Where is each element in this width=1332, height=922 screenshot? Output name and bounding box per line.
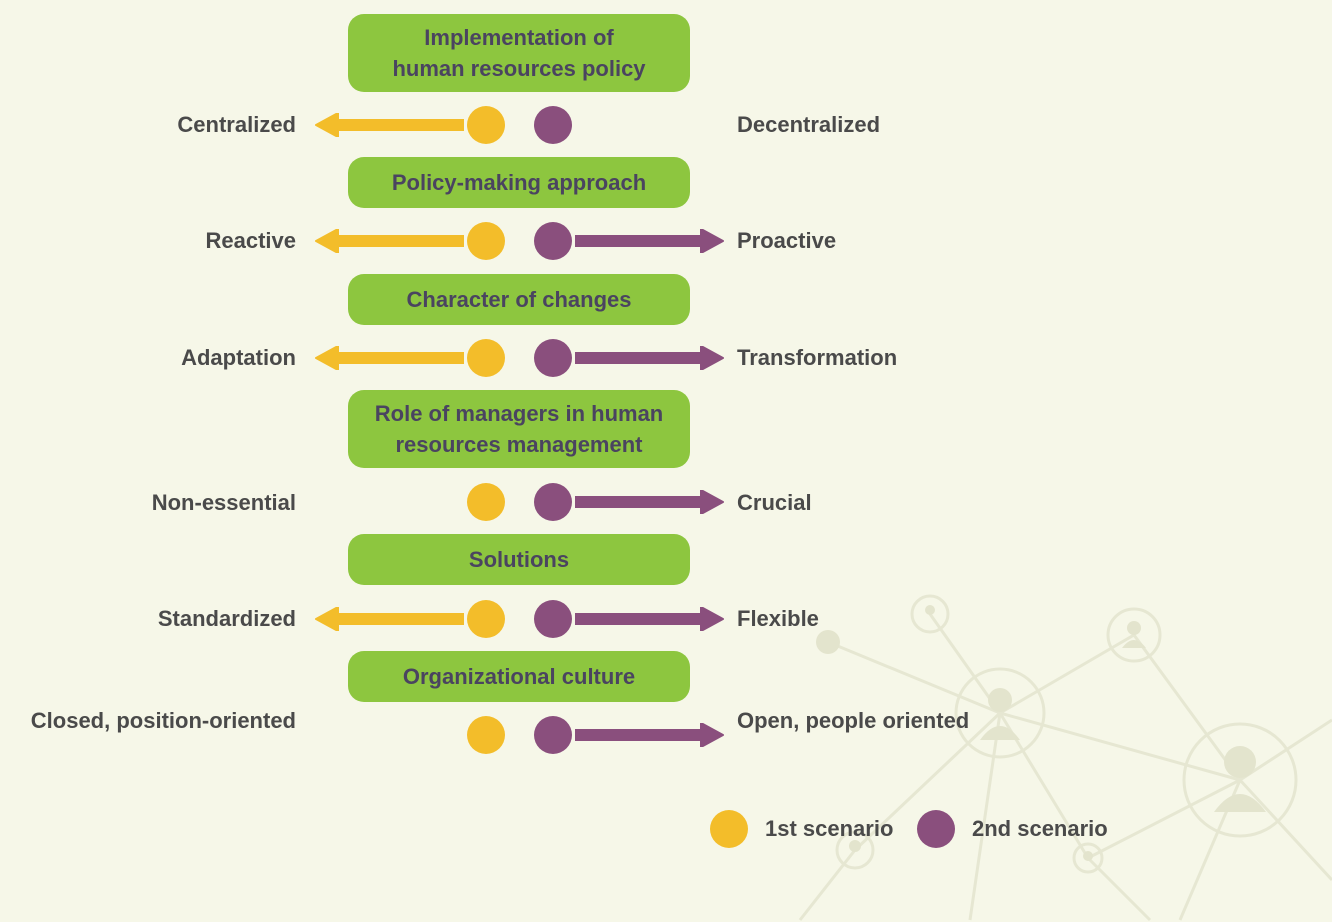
category-box: Organizational culture (348, 651, 690, 702)
category-text: Organizational culture (402, 664, 636, 689)
category-box: Solutions (348, 534, 690, 585)
legend-scenario-1-label: 1st scenario (765, 816, 894, 841)
scenario-1-arrow-icon (315, 346, 464, 370)
scenario-2-arrow-icon (575, 346, 724, 370)
scenario-2-marker (534, 339, 572, 377)
scenario-2-arrow-icon (575, 607, 724, 631)
scenario-1-marker (467, 600, 505, 638)
scenario-2-marker (534, 716, 572, 754)
legend-scenario-1-marker (710, 810, 748, 848)
scenario-1-arrow-icon (315, 607, 464, 631)
scenario-2-arrow-icon (575, 723, 724, 747)
left-label: Standardized (157, 606, 296, 631)
category-box: Character of changes (348, 274, 690, 325)
category-text: Policy-making approach (391, 170, 647, 195)
left-label: Closed, position-oriented (30, 708, 296, 733)
scenario-1-marker (467, 716, 505, 754)
right-label: Crucial (737, 490, 812, 515)
category-box: Implementation of human resources policy (348, 14, 690, 92)
category-text: resources management (395, 432, 643, 457)
scenario-1-marker (467, 483, 505, 521)
scenario-2-arrow-icon (575, 490, 724, 514)
scenario-2-marker (534, 600, 572, 638)
legend-scenario-2-marker (917, 810, 955, 848)
category-text: human resources policy (392, 56, 646, 81)
right-label: Transformation (737, 345, 898, 370)
scenario-2-marker (534, 483, 572, 521)
legend-scenario-2-label: 2nd scenario (972, 816, 1108, 841)
left-label: Centralized (177, 112, 296, 137)
category-text: Implementation of (424, 25, 614, 50)
category-box: Role of managers in human resources manag… (348, 390, 690, 468)
category-text: Role of managers in human (374, 401, 664, 426)
right-label: Decentralized (737, 112, 881, 137)
category-text: Character of changes (406, 287, 632, 312)
right-label: Proactive (737, 228, 837, 253)
category-box: Policy-making approach (348, 157, 690, 208)
category-text: Solutions (468, 547, 570, 572)
left-label: Reactive (205, 228, 296, 253)
scenario-2-marker (534, 106, 572, 144)
scenario-1-marker (467, 106, 505, 144)
scenario-1-arrow-icon (315, 229, 464, 253)
scenario-1-marker (467, 222, 505, 260)
scenario-2-arrow-icon (575, 229, 724, 253)
right-label: Flexible (737, 606, 819, 631)
left-label: Adaptation (181, 345, 296, 370)
right-label: Open, people oriented (737, 708, 970, 733)
scenario-1-marker (467, 339, 505, 377)
scenario-2-marker (534, 222, 572, 260)
scenario-1-arrow-icon (315, 113, 464, 137)
left-label: Non-essential (151, 490, 296, 515)
